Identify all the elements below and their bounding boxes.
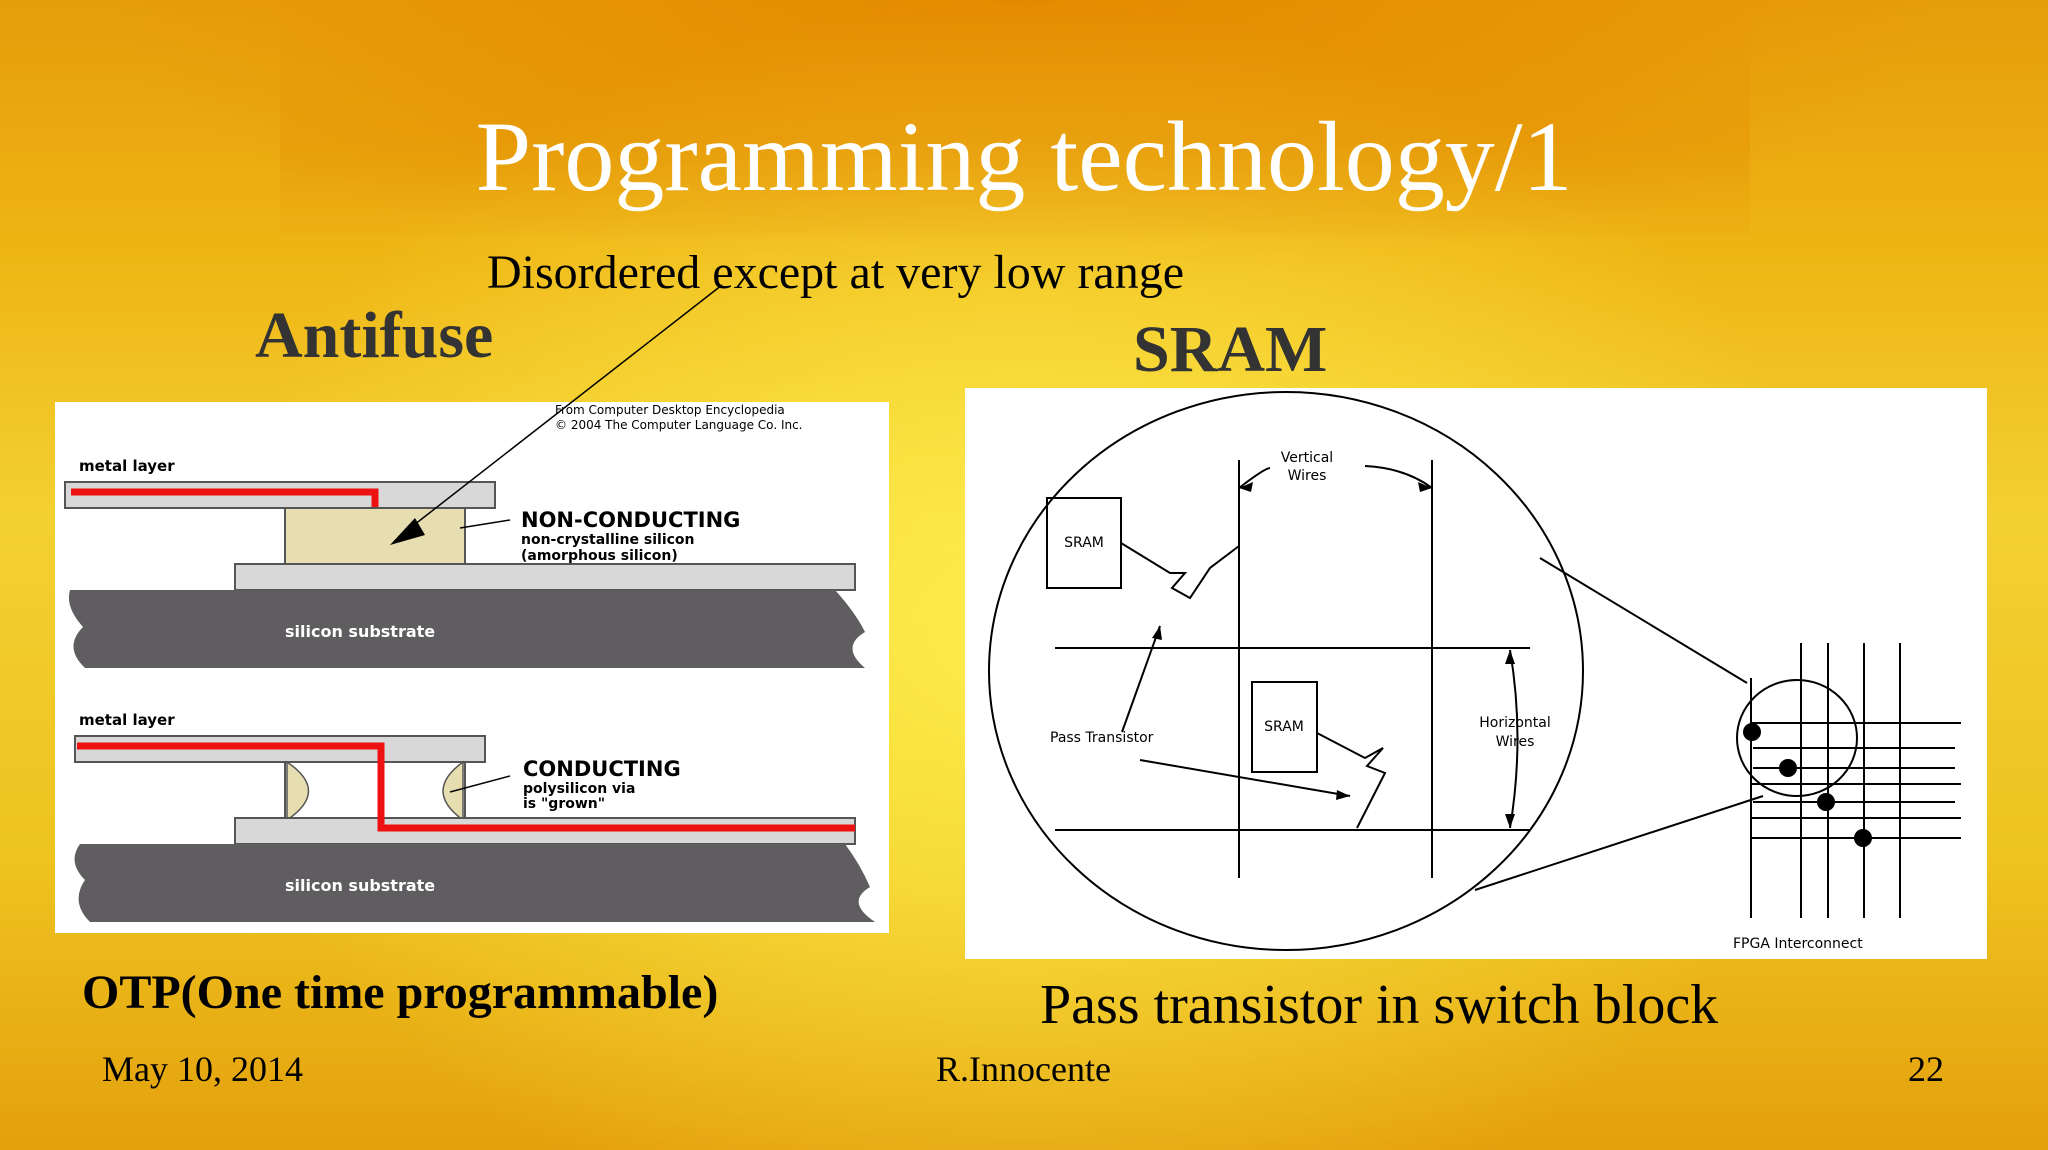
zoom-line-top [1539, 557, 1748, 684]
via-cavity [284, 761, 466, 821]
zoom-line-bottom [1474, 795, 1764, 891]
top-red-wire [71, 488, 379, 508]
bottom-desc-2: is "grown" [523, 796, 605, 812]
footer-author: R.Innocente [936, 1049, 1111, 1089]
heading-sram: SRAM [1133, 313, 1328, 386]
switch-dot-1 [1743, 723, 1761, 741]
zoom-circle [988, 391, 1584, 951]
top-desc-1: non-crystalline silicon [521, 532, 695, 548]
pass-transistor-label: Pass Transistor [1050, 730, 1154, 746]
non-conducting-label: NON-CONDUCTING [521, 508, 740, 532]
bottom-substrate [74, 844, 875, 922]
arrowhead-6 [1336, 790, 1350, 800]
sram-cell-2-label: SRAM [1264, 719, 1304, 735]
title-band [280, 0, 1750, 236]
switch-dot-2 [1779, 759, 1797, 777]
heading-antifuse: Antifuse [255, 299, 494, 372]
sram-cell-2 [1251, 681, 1318, 773]
vertical-wires-label-1: Vertical [1281, 450, 1333, 466]
pass-transistor-2 [1316, 732, 1387, 829]
top-desc-2: (amorphous silicon) [521, 548, 678, 564]
top-metal-label: metal layer [79, 457, 175, 475]
bottom-substrate-label: silicon substrate [285, 876, 435, 895]
arrowhead-2 [1418, 482, 1432, 492]
hwire-arrow [1509, 649, 1519, 829]
bottom-red-wire [77, 742, 855, 832]
pass-transistor-1 [1120, 542, 1240, 600]
antifuse-diagram: From Computer Desktop Encyclopedia © 200… [55, 402, 889, 933]
credit-line-2: © 2004 The Computer Language Co. Inc. [555, 418, 803, 432]
top-substrate [68, 590, 866, 668]
arrowhead-3 [1505, 650, 1515, 664]
arrowhead-5 [1152, 626, 1162, 640]
horizontal-wires-label-2: Wires [1496, 734, 1535, 750]
arrowhead-4 [1505, 814, 1515, 828]
top-substrate-label: silicon substrate [285, 622, 435, 641]
slide-number: 22 [1908, 1049, 1944, 1089]
horizontal-wires-label-1: Horizontal [1479, 715, 1550, 731]
top-lower-metal [234, 563, 856, 591]
bottom-callout-line [449, 775, 511, 793]
top-callout-line [459, 519, 511, 529]
slide-title: Programming technology/1 [475, 101, 1573, 212]
conducting-label: CONDUCTING [523, 757, 681, 781]
switch-dot-3 [1817, 793, 1835, 811]
annotation-disordered: Disordered except at very low range [487, 246, 1185, 299]
caption-otp: OTP(One time programmable) [82, 966, 719, 1019]
caption-pass-transistor: Pass transistor in switch block [1040, 974, 1719, 1036]
vwire-arrow-right [1364, 465, 1433, 489]
amorphous-silicon-block [284, 507, 466, 567]
switch-dot-4 [1854, 829, 1872, 847]
vertical-wires-label-2: Wires [1288, 468, 1327, 484]
credit-line-1: From Computer Desktop Encyclopedia [555, 403, 785, 417]
vwire-arrow-left [1238, 467, 1271, 489]
detail-circle [1736, 679, 1858, 797]
bottom-desc-1: polysilicon via [523, 781, 635, 797]
fpga-interconnect-label: FPGA Interconnect [1733, 936, 1863, 952]
pass-pointer-2 [1139, 759, 1351, 797]
sram-cell-1-label: SRAM [1064, 535, 1104, 551]
bottom-metal-label: metal layer [79, 711, 175, 729]
footer-date: May 10, 2014 [102, 1049, 303, 1089]
sram-diagram: Vertical Wires SRAM SRAM Pass Transistor… [965, 388, 1987, 959]
arrowhead-1 [1239, 482, 1253, 492]
pass-pointer-1 [1121, 625, 1161, 733]
